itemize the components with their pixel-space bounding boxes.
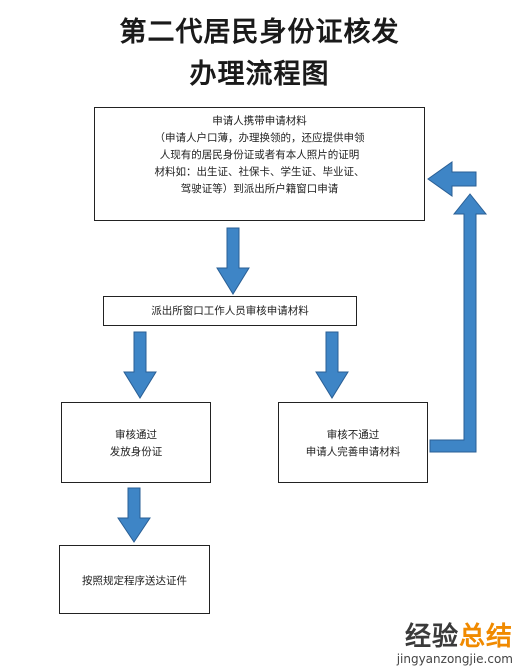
watermark-brand-part1: 经验 [404,622,459,652]
step-pass-line-1: 审核通过 [115,429,157,441]
step-deliver-label: 按照规定程序送达证件 [82,575,187,587]
step-apply-line-3: 人现有的居民身份证或者有本人照片的证明 [159,149,360,161]
step-apply-line-5: 驾驶证等）到派出所户籍窗口申请 [180,183,339,195]
watermark-brand-part2: 总结 [458,622,513,652]
step-apply: 申请人携带申请材料 （申请人户口薄，办理换领的，还应提供申领 人现有的居民身份证… [94,107,425,221]
page-title-line-2: 办理流程图 [189,59,330,90]
watermark-logo: 经验总结 jingyanzongjie.com [397,622,513,666]
step-review-fail: 审核不通过 申请人完善申请材料 [278,402,428,483]
page-title-line-1: 第二代居民身份证核发 [119,17,400,48]
step-fail-line-1: 审核不通过 [326,429,380,441]
arrow-apply-to-review [216,227,250,295]
step-review: 派出所窗口工作人员审核申请材料 [103,296,357,326]
step-pass-line-2: 发放身份证 [109,446,163,458]
watermark-url: jingyanzongjie.com [396,652,513,666]
step-apply-line-4: 材料如：出生证、社保卡、学生证、毕业证、 [154,166,365,178]
arrow-review-to-pass [123,331,157,399]
arrow-review-to-fail [315,331,349,399]
arrow-into-apply [427,161,477,197]
step-review-label: 派出所窗口工作人员审核申请材料 [151,305,309,317]
arrow-fail-loop-back [429,193,488,453]
step-apply-line-1: 申请人携带申请材料 [212,115,307,127]
arrow-pass-to-deliver [117,487,151,543]
step-apply-line-2: （申请人户口薄，办理换领的，还应提供申领 [154,132,365,144]
step-fail-line-2: 申请人完善申请材料 [305,446,401,458]
step-review-pass: 审核通过 发放身份证 [61,402,211,483]
step-deliver: 按照规定程序送达证件 [59,545,210,614]
